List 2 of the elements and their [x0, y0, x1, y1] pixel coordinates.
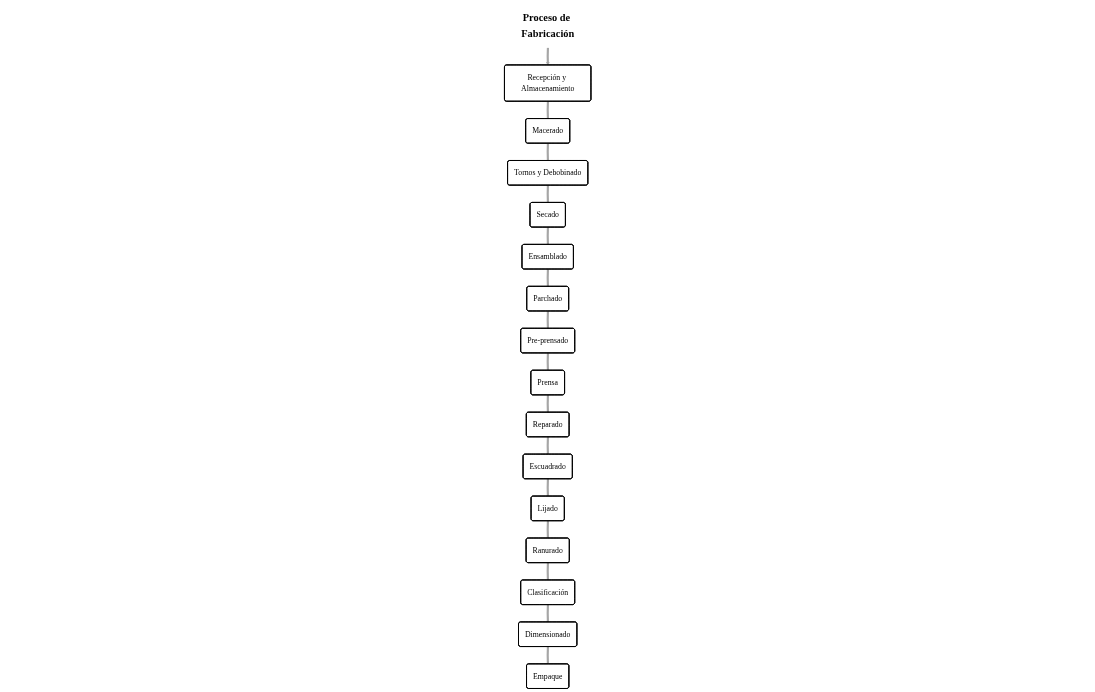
node-text: Proceso de Fabricación [520, 12, 575, 39]
arrow [545, 47, 550, 66]
